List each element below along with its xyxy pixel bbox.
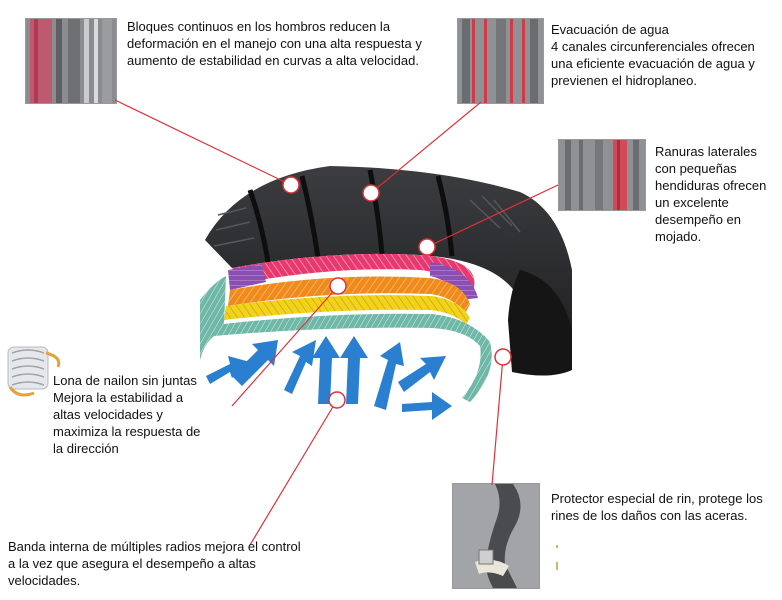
tread-grooves	[247, 169, 455, 263]
marker-shoulder	[282, 176, 300, 194]
rim-protector-cross-section-icon	[453, 484, 539, 588]
marker-lateral	[418, 238, 436, 256]
tread-channels-icon	[458, 19, 543, 103]
rim-protector-text: Protector especial de rin, protege los r…	[551, 491, 763, 523]
lateral-grooves-thumbnail	[558, 139, 646, 211]
shoulder-tread-thumbnail	[25, 18, 117, 104]
water-evacuation-text: 4 canales circunferenciales ofrecen una …	[551, 39, 755, 88]
callout-markers	[282, 176, 512, 409]
layer-purple-left	[228, 264, 266, 290]
marker-inner-band	[328, 391, 346, 409]
nylon-ply-roll-icon	[7, 346, 61, 397]
water-evacuation-callout: Evacuación de agua 4 canales circunferen…	[551, 21, 776, 89]
shoulder-tread-icon	[26, 19, 116, 103]
tread-lateral-groove-icon	[559, 140, 645, 210]
lateral-grooves-text: Ranuras laterales con pequeñas hendidura…	[655, 144, 767, 244]
nylon-ply-callout: Lona de nailon sin juntas Mejora la esta…	[53, 372, 213, 457]
nylon-ply-thumbnail	[6, 343, 68, 399]
inner-band-text: Banda interna de múltiples radios mejora…	[8, 539, 301, 588]
rim-protector-thumbnail	[452, 483, 540, 589]
water-channels-thumbnail	[457, 18, 544, 104]
marker-rim	[494, 348, 512, 366]
nylon-ply-title: Lona de nailon sin juntas	[53, 373, 197, 388]
layer-yellow	[224, 295, 470, 324]
pressure-arrows	[206, 336, 452, 420]
water-evacuation-title: Evacuación de agua	[551, 22, 669, 37]
shoulder-blocks-text: Bloques continuos en los hombros reducen…	[127, 19, 422, 68]
marker-nylon	[329, 277, 347, 295]
tire-tread	[205, 166, 572, 370]
nylon-ply-text: Mejora la estabilidad a altas velocidade…	[53, 390, 201, 456]
layer-purple-right	[430, 262, 478, 300]
marker-water	[362, 184, 380, 202]
layer-pink	[232, 253, 475, 298]
tire-sidewall	[508, 270, 572, 376]
decorative-dots	[556, 545, 558, 570]
callout-lines	[114, 99, 559, 546]
layer-orange	[228, 276, 470, 312]
